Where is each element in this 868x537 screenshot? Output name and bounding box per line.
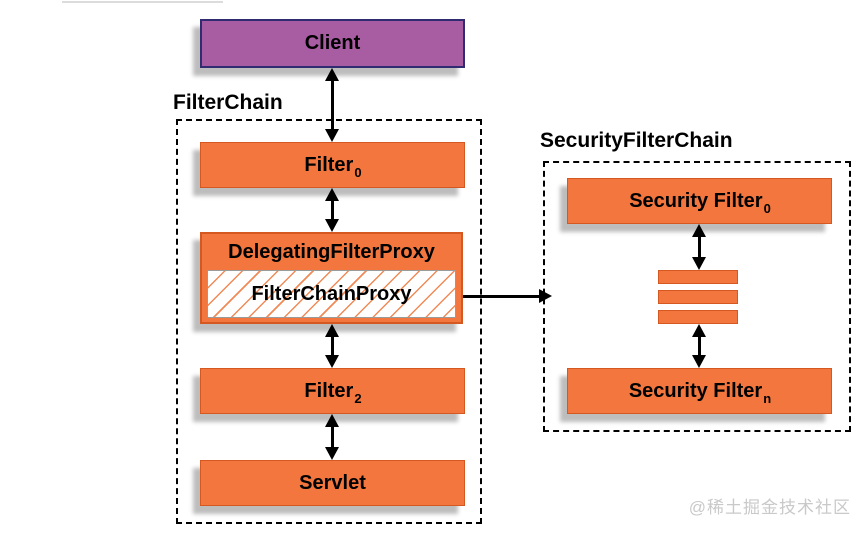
filter-chain-proxy-box: FilterChainProxy <box>207 270 456 318</box>
label-subscript: n <box>763 390 772 406</box>
arrow-head-down-icon <box>325 355 339 368</box>
arrow-head-up-icon <box>692 224 706 237</box>
arrow-head-up-icon <box>692 324 706 337</box>
filterchain-frame <box>176 119 482 524</box>
security-filter0-box: Security Filter0 <box>567 178 832 224</box>
servlet-box: Servlet <box>200 460 465 506</box>
ellipsis-bar <box>658 270 738 284</box>
servlet-label: Servlet <box>299 471 366 494</box>
arrow-shaft <box>697 233 701 261</box>
client-box: Client <box>200 19 465 68</box>
delegating-filter-proxy-label: DelegatingFilterProxy <box>228 240 435 263</box>
arrow-head-down-icon <box>325 129 339 142</box>
filter2-label: Filter2 <box>304 379 362 406</box>
arrow-head-up-icon <box>325 68 339 81</box>
label-text: Security Filter <box>628 379 763 402</box>
label-text: Filter <box>304 379 354 402</box>
label-text: Security Filter <box>629 189 763 212</box>
filter0-box: Filter0 <box>200 142 465 188</box>
double-arrow-client-filter0 <box>324 68 340 142</box>
security-filtern-box: Security Filtern <box>567 368 832 414</box>
arrow-head-down-icon <box>692 355 706 368</box>
label-subscript: 0 <box>354 164 362 180</box>
security-filtern-label: Security Filtern <box>628 379 772 406</box>
arrow-shaft <box>330 423 334 451</box>
arrow-shaft <box>330 197 334 223</box>
double-arrow-delegating-filter2 <box>324 324 340 368</box>
double-arrow-filter2-servlet <box>324 414 340 460</box>
ellipsis-bar <box>658 310 738 324</box>
filterchain-title: FilterChain <box>173 91 283 114</box>
arrow-head-down-icon <box>325 219 339 232</box>
filter0-label: Filter0 <box>304 153 362 180</box>
arrow-head-right-icon <box>539 289 552 303</box>
watermark: @稀土掘金技术社区 <box>688 498 851 517</box>
security-filter0-label: Security Filter0 <box>629 189 771 216</box>
arrow-head-down-icon <box>325 447 339 460</box>
filter-chain-proxy-label: FilterChainProxy <box>251 282 412 305</box>
delegating-filter-proxy-box: DelegatingFilterProxy FilterChainProxy <box>200 232 463 324</box>
label-subscript: 0 <box>763 200 771 216</box>
arrow-shaft <box>463 294 541 298</box>
double-arrow-bars-securityfiltern <box>691 324 707 368</box>
arrow-proxy-to-securitychain <box>463 288 552 304</box>
security-filter-chain-title: SecurityFilterChain <box>540 129 733 152</box>
double-arrow-filter0-delegating <box>324 188 340 232</box>
filter2-box: Filter2 <box>200 368 465 414</box>
top-edge-artifact <box>62 1 223 3</box>
client-label: Client <box>304 32 361 54</box>
label-text: Filter <box>304 153 354 176</box>
arrow-head-down-icon <box>692 257 706 270</box>
arrow-shaft <box>330 77 334 133</box>
arrow-head-up-icon <box>325 414 339 427</box>
ellipsis-bar <box>658 290 738 304</box>
arrow-shaft <box>697 333 701 359</box>
arrow-head-up-icon <box>325 188 339 201</box>
arrow-head-up-icon <box>325 324 339 337</box>
double-arrow-securityfilter0-bars <box>691 224 707 270</box>
label-subscript: 2 <box>354 390 362 406</box>
arrow-shaft <box>330 333 334 359</box>
